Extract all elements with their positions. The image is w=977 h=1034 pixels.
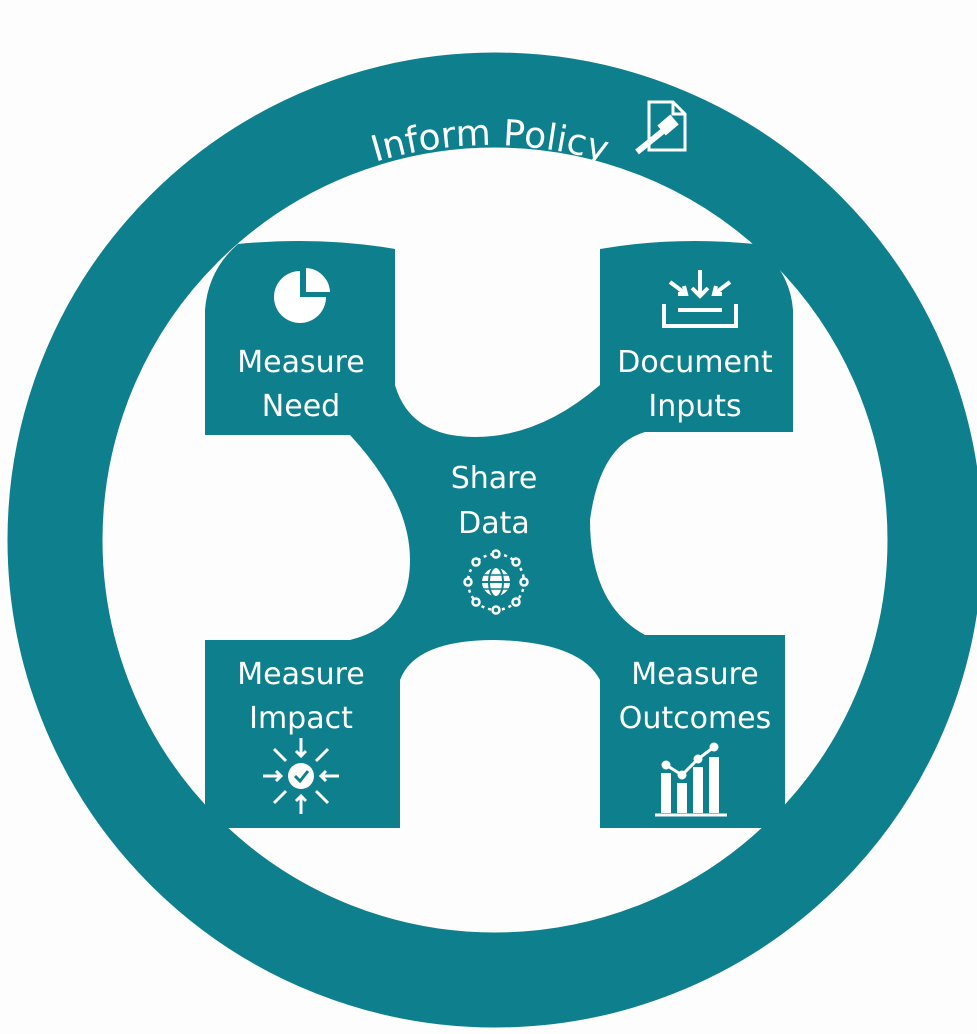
document-inputs-line1: Document [617,345,773,380]
globe-network-icon [463,549,529,615]
bar-line-chart-icon [655,742,727,817]
pie-chart-icon [274,265,333,323]
checkmark-burst-icon [263,738,339,814]
share-data-line2: Data [458,506,530,541]
measure-impact-line2: Impact [249,701,353,736]
measure-impact-line1: Measure [237,657,365,692]
share-data-line1: Share [451,461,538,496]
measure-outcomes-line2: Outcomes [619,701,772,736]
measure-need-line2: Need [262,389,340,424]
document-inputs-line2: Inputs [648,389,741,424]
inbox-arrows-icon [662,270,738,328]
central-cross [205,240,793,828]
measure-outcomes-line1: Measure [631,657,759,692]
measure-need-line1: Measure [237,345,365,380]
gavel-document-icon [635,100,687,155]
outer-ring [7,52,977,1028]
